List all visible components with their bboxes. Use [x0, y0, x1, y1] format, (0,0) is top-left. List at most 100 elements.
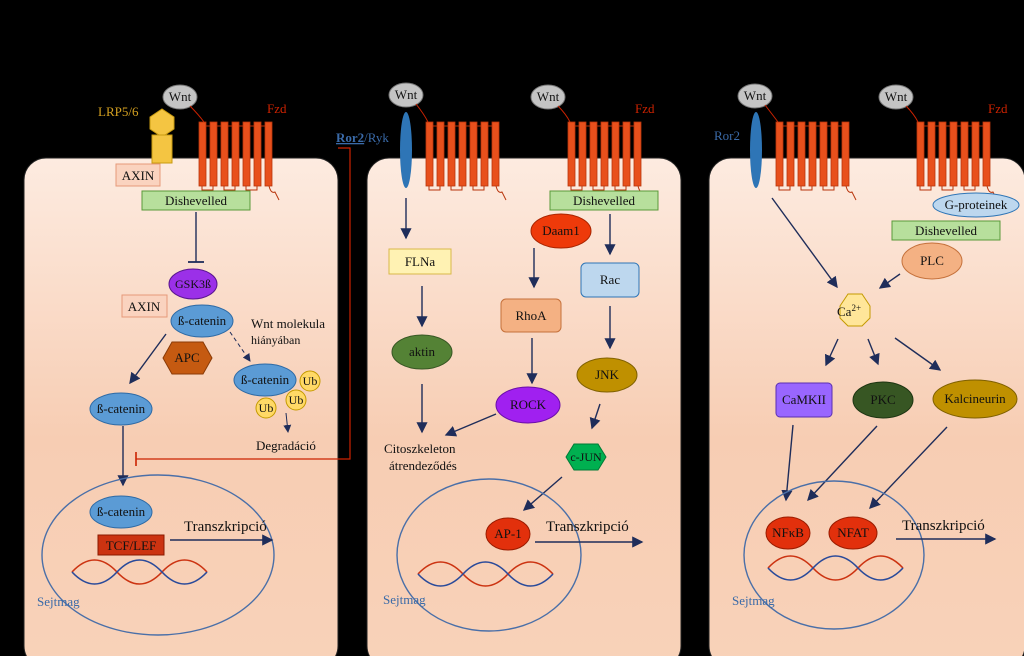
gproteins-label: G-proteinek: [945, 197, 1008, 212]
ap1-label: AP-1: [494, 526, 521, 541]
apc-label: APC: [174, 350, 199, 365]
lrp-receptor: LRP5/6: [98, 104, 175, 164]
cytoskeleton-label-2: átrendeződés: [389, 458, 457, 473]
bcatenin-complex-label: ß-catenin: [178, 313, 227, 328]
wnt-label-1: Wnt: [395, 87, 418, 102]
calcium-charge: 2+: [851, 303, 861, 313]
bcatenin-ub-node: [233, 363, 297, 397]
calcium-label: Ca2+: [837, 303, 861, 319]
jnk-node: [576, 357, 638, 393]
nucleus-outline-3: [743, 480, 925, 630]
degradation-label: Degradáció: [256, 438, 316, 453]
nucleus-outline: [41, 474, 275, 636]
ror2-ryk-label: Ror2/Ryk: [336, 130, 389, 145]
ror2-receptor: [400, 112, 412, 188]
transcription-label: Transzkripció: [184, 519, 267, 535]
wnt-label-3a: Wnt: [744, 88, 767, 103]
transcription-label-3: Transzkripció: [902, 518, 985, 534]
rhoa-label: RhoA: [515, 308, 547, 323]
cjun-label: c-JUN: [570, 450, 602, 464]
ryk-label: /Ryk: [364, 130, 389, 145]
dishevelled-box-2: [549, 190, 659, 211]
nucleus-label-2: Sejtmag: [383, 592, 426, 607]
panel-canonical: LRP5/6 Wnt Fzd AXIN Dishevelled GSK3ß AX…: [23, 84, 351, 656]
rock-node: [495, 386, 561, 424]
calcineurin-label: Kalcineurin: [944, 391, 1006, 406]
axin-top-label: AXIN: [122, 168, 155, 183]
bcatenin-free-label: ß-catenin: [97, 401, 146, 416]
dishevelled-box-3: [891, 220, 1001, 241]
cell-membrane: [23, 157, 339, 656]
wnt-ligand-3b: [878, 84, 914, 110]
daam1-label: Daam1: [542, 223, 580, 238]
gsk-label: GSK3ß: [175, 277, 211, 291]
dishevelled-label: Dishevelled: [165, 193, 228, 208]
axin-complex-label: AXIN: [128, 299, 161, 314]
pkc-label: PKC: [870, 392, 895, 407]
nucleus-label: Sejtmag: [37, 594, 80, 609]
aktin-label: aktin: [409, 344, 435, 359]
daam1-node: [530, 213, 592, 249]
axin-complex-box: [121, 294, 168, 318]
nucleus-outline-2: [396, 478, 582, 632]
dishevelled-label-2: Dishevelled: [573, 193, 636, 208]
wnt-label-3b: Wnt: [885, 89, 908, 104]
wnt-ligand-1: [388, 82, 424, 108]
nfkb-label: NFκB: [772, 525, 804, 540]
rock-label: ROCK: [510, 397, 547, 412]
flna-label: FLNa: [405, 254, 436, 269]
dishevelled-box: [141, 190, 251, 211]
rac-label: Rac: [600, 272, 620, 287]
calcium-node: [839, 293, 871, 327]
gsk-node: [168, 268, 218, 300]
fzd-label: Fzd: [267, 101, 287, 116]
ap1-node: [485, 517, 531, 551]
wnt-label: Wnt: [169, 89, 192, 104]
panel-planar-cell-polarity: Wnt Ror2/Ryk Wnt Fzd Dishevelled FLNa ak…: [336, 82, 682, 656]
wnt-ligand: [162, 84, 198, 110]
wnt-label-2: Wnt: [537, 89, 560, 104]
fzd-label-3: Fzd: [988, 101, 1008, 116]
calcineurin-node: [932, 379, 1018, 419]
rac-box: [580, 262, 640, 298]
camkii-box: [775, 382, 833, 418]
nfat-node: [828, 516, 878, 550]
ub-label-3: Ub: [259, 401, 274, 415]
pkc-node: [852, 381, 914, 419]
plc-node: [901, 242, 963, 280]
ror2-label: Ror2: [336, 130, 364, 145]
cjun-node: [565, 443, 607, 471]
ub-label-1: Ub: [303, 374, 318, 388]
tcf-box: [97, 534, 165, 556]
lrp-label: LRP5/6: [98, 104, 139, 119]
bcatenin-nuc-node: [89, 495, 153, 529]
bcatenin-free-node: [89, 392, 153, 426]
camkii-label: CaMKII: [782, 392, 826, 407]
cytoskeleton-label-1: Citoszkeleton: [384, 441, 456, 456]
calcium-text: Ca: [837, 304, 852, 319]
nucleus-label-3: Sejtmag: [732, 593, 775, 608]
axin-top-box: [115, 163, 161, 187]
tcf-label: TCF/LEF: [106, 538, 157, 553]
jnk-label: JNK: [595, 367, 619, 382]
wnt-ligand-3a: [737, 83, 773, 109]
flna-box: [388, 248, 452, 275]
ror2-label-3: Ror2: [714, 128, 740, 143]
bcatenin-nuc-label: ß-catenin: [97, 504, 146, 519]
dishevelled-label-3: Dishevelled: [915, 223, 978, 238]
nfkb-node: [765, 516, 811, 550]
rhoa-box: [500, 298, 562, 333]
gproteins-node: [932, 192, 1020, 218]
panel-calcium: Wnt Ror2 Wnt Fzd G-proteinek Dishevelled…: [708, 83, 1024, 656]
wnt-absent-label-1: Wnt molekula: [251, 316, 325, 331]
bcatenin-ub-label: ß-catenin: [241, 372, 290, 387]
transcription-label-2: Transzkripció: [546, 519, 629, 535]
fzd-label: Fzd: [635, 101, 655, 116]
wnt-absent-label-2: hiányában: [251, 333, 300, 347]
wnt-ligand-2: [530, 84, 566, 110]
apc-node: [162, 341, 213, 375]
bcatenin-complex-node: [170, 304, 234, 338]
plc-label: PLC: [920, 253, 944, 268]
ubiquitin-group: Ub Ub Ub: [255, 370, 321, 419]
